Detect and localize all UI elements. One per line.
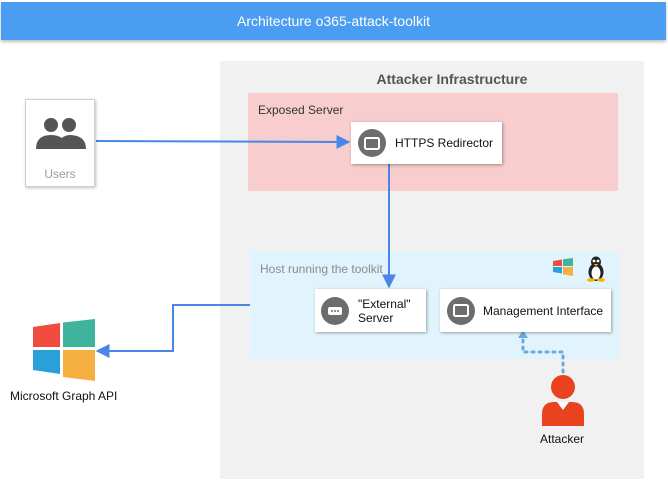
external-server-label-line1: "External" [358,296,411,311]
users-icon [36,118,86,149]
attacker-label: Attacker [540,432,585,446]
management-interface-node[interactable]: Management Interface [440,289,611,332]
windows-logo-icon [553,258,573,276]
attacker-to-management-connector [521,331,565,374]
server-icon [321,296,349,325]
users-to-redirector-connector [95,134,351,149]
attacker-to-management-arrowhead [518,330,528,338]
linux-tux-icon [587,256,605,282]
diagram-title: Architecture o365-attack-toolkit [237,13,430,29]
host-to-graph-api-connector [95,304,250,358]
window-icon [358,129,386,157]
window-icon [447,296,475,325]
management-interface-label: Management Interface [483,303,604,318]
external-server-label-line2: Server [358,310,394,325]
diagram-title-bar: Architecture o365-attack-toolkit [1,2,666,40]
external-server-label: "External" Server [358,297,411,325]
external-server-node[interactable]: "External" Server [315,289,426,332]
users-node[interactable] [25,99,95,187]
attacker-person-icon[interactable] [540,374,586,426]
host-label: Host running the toolkit [260,262,383,276]
microsoft-graph-label: Microsoft Graph API [10,389,118,403]
https-redirector-node[interactable]: HTTPS Redirector [351,122,502,164]
microsoft-graph-windows-logo-icon [33,319,95,381]
exposed-server-label: Exposed Server [258,103,344,117]
https-redirector-label: HTTPS Redirector [395,136,494,150]
attacker-infrastructure-label: Attacker Infrastructure [376,71,528,87]
users-label: Users [44,167,76,181]
